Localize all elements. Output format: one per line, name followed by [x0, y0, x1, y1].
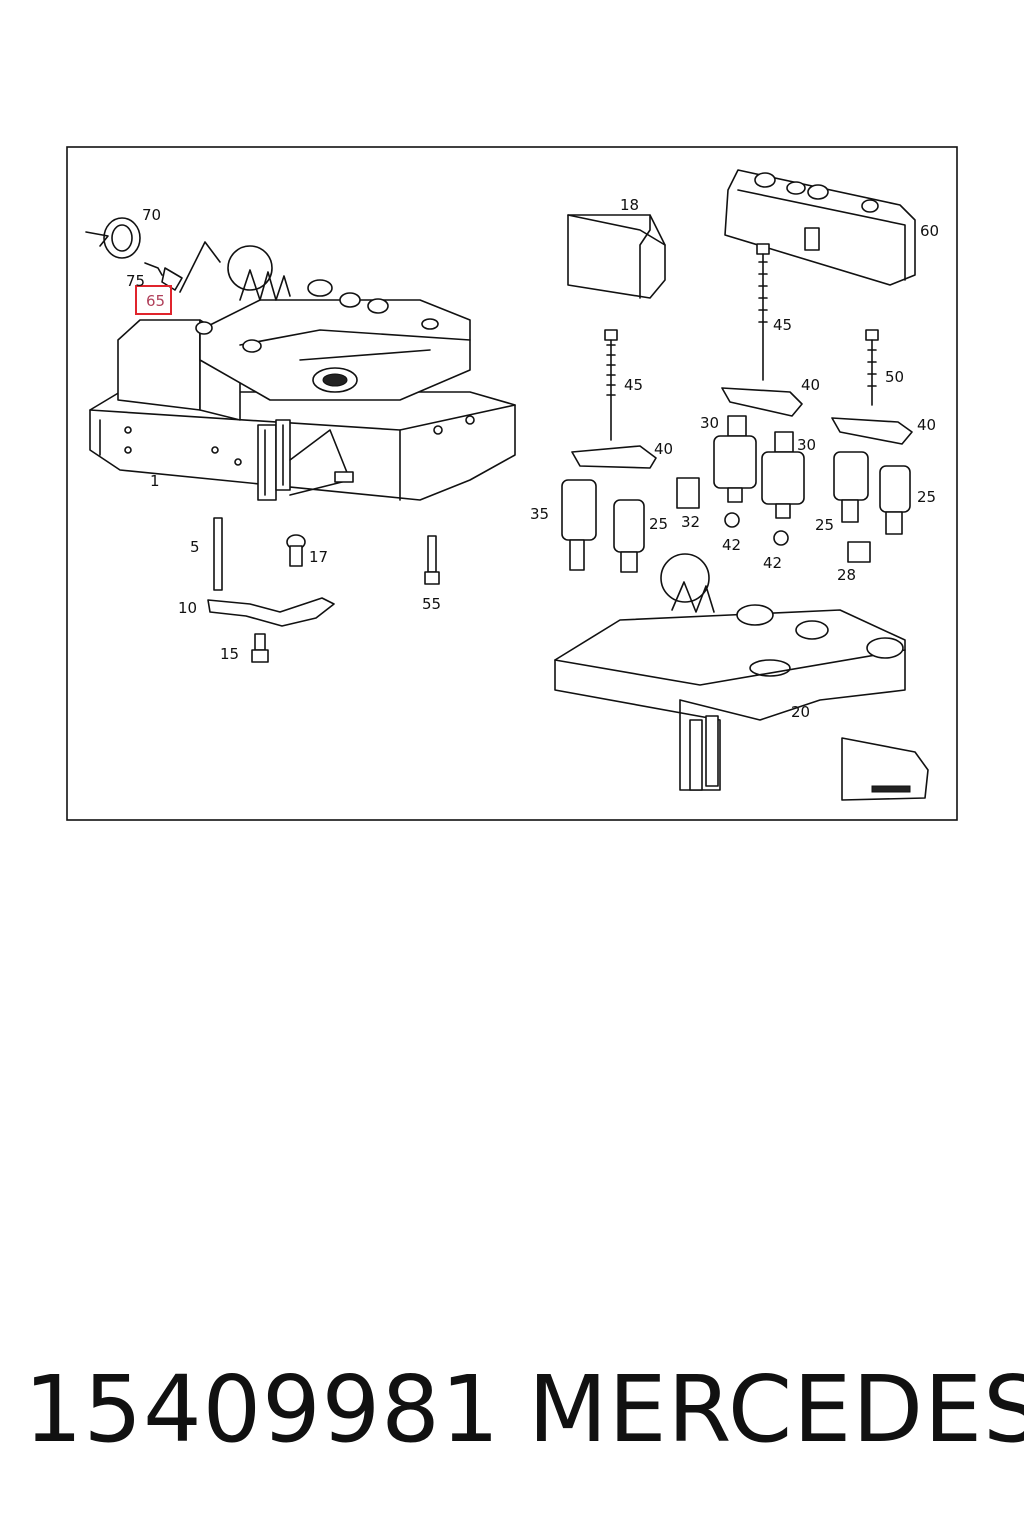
part-20-housing [554, 553, 906, 791]
highlight-box [135, 285, 172, 315]
callout-65[interactable]: 65 [146, 292, 165, 310]
callout-35: 35 [530, 505, 549, 523]
callout-20: 20 [791, 703, 810, 721]
callout-30-right: 30 [797, 436, 816, 454]
part-55-bolt [424, 535, 440, 585]
part-42-rings [724, 512, 789, 546]
part-50-bolt [865, 329, 879, 406]
part-number: 15409981 [24, 1356, 501, 1463]
part-60-cover [724, 169, 916, 286]
part-75-pin [144, 262, 183, 291]
callout-40-left: 40 [654, 440, 673, 458]
part-28-connector [847, 541, 871, 563]
callout-45-left: 45 [624, 376, 643, 394]
callout-25-left: 25 [649, 515, 668, 533]
callout-30-left: 30 [700, 414, 719, 432]
callout-5: 5 [190, 538, 200, 556]
valve-body-assembly [89, 245, 516, 501]
part-17-screw [286, 534, 306, 567]
callout-40-right: 40 [917, 416, 936, 434]
part-40-clips [571, 387, 913, 469]
callout-60: 60 [920, 222, 939, 240]
callout-28: 28 [837, 566, 856, 584]
callout-70: 70 [142, 206, 161, 224]
part-35-solenoid [561, 479, 597, 571]
callout-10: 10 [178, 599, 197, 617]
part-10-lever [207, 597, 335, 627]
part-18-block [567, 214, 666, 299]
callout-55: 55 [422, 595, 441, 613]
part-45-bolt-left [604, 329, 618, 441]
callout-75: 75 [126, 272, 145, 290]
part-30-solenoids [713, 415, 805, 519]
part-45-bolt-right [756, 243, 770, 381]
transmission-thumbnail [841, 737, 929, 801]
callout-50: 50 [885, 368, 904, 386]
part-32-connector [676, 477, 700, 509]
part-5-pin [213, 517, 223, 591]
callout-25-mid: 25 [815, 516, 834, 534]
part-25-solenoids [613, 451, 911, 573]
parts-diagram: 70 75 65 1 18 60 45 45 40 50 40 40 30 30… [66, 146, 958, 821]
callout-18: 18 [620, 196, 639, 214]
part-15-screw [251, 633, 269, 663]
callout-32: 32 [681, 513, 700, 531]
part-70-cap [85, 217, 141, 259]
callout-40-upper: 40 [801, 376, 820, 394]
brand-name: MERCEDES [528, 1356, 1024, 1463]
callout-42-left: 42 [722, 536, 741, 554]
callout-42-right: 42 [763, 554, 782, 572]
caption: 15409981 MERCEDES [24, 1356, 1024, 1470]
callout-25-right: 25 [917, 488, 936, 506]
callout-1: 1 [150, 472, 160, 490]
callout-15: 15 [220, 645, 239, 663]
callout-17: 17 [309, 548, 328, 566]
callout-45-right: 45 [773, 316, 792, 334]
